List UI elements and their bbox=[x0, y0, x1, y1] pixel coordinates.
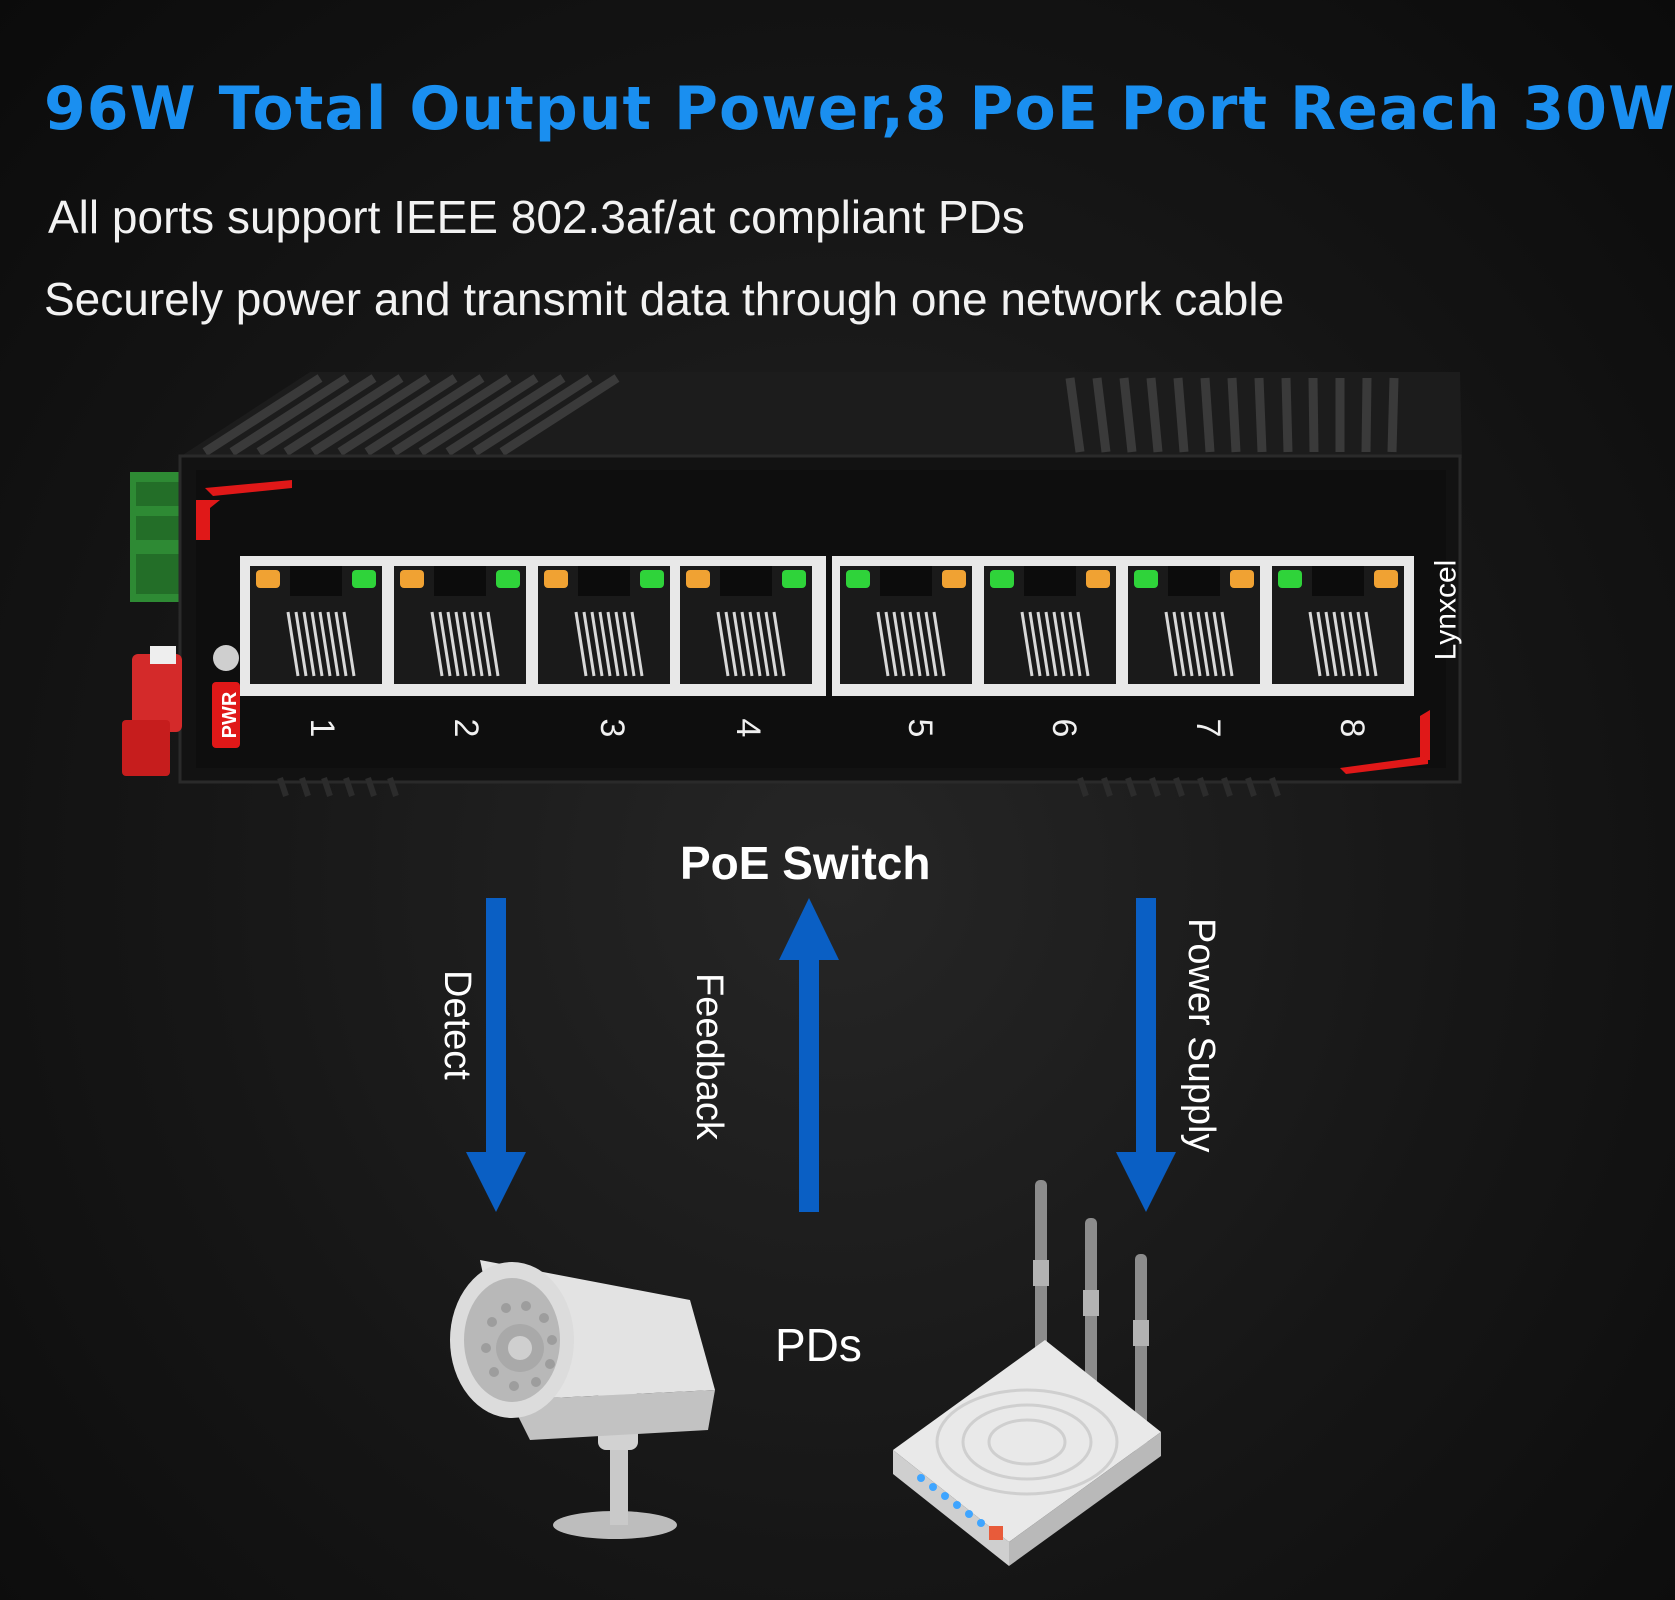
port-led bbox=[256, 570, 280, 588]
power-plug bbox=[122, 646, 182, 776]
rj45-port-4 bbox=[680, 566, 812, 684]
poe-switch-label: PoE Switch bbox=[680, 837, 931, 889]
rj45-port-8 bbox=[1272, 566, 1404, 684]
feedback-label: Feedback bbox=[688, 973, 730, 1140]
port-number-3: 3 bbox=[593, 719, 631, 738]
rj45-port-1 bbox=[250, 566, 382, 684]
port-led bbox=[686, 570, 710, 588]
port-led bbox=[352, 570, 376, 588]
pwr-label: PWR bbox=[219, 691, 241, 738]
port-number-4: 4 bbox=[729, 719, 767, 738]
power-supply-label: Power Supply bbox=[1180, 918, 1222, 1153]
port-led bbox=[1230, 570, 1254, 588]
security-camera-icon bbox=[450, 1260, 715, 1539]
rj45-port-3 bbox=[538, 566, 670, 684]
port-led bbox=[846, 570, 870, 588]
port-led bbox=[1278, 570, 1302, 588]
port-led bbox=[1086, 570, 1110, 588]
rj45-port-6 bbox=[984, 566, 1116, 684]
power-supply-arrow bbox=[1116, 898, 1176, 1212]
port-number-6: 6 bbox=[1045, 719, 1083, 738]
port-number-7: 7 bbox=[1189, 719, 1227, 738]
headline: 96W Total Output Power,8 PoE Port Reach … bbox=[44, 74, 1675, 144]
port-number-5: 5 bbox=[901, 719, 939, 738]
feedback-arrow bbox=[779, 898, 839, 1212]
port-led bbox=[640, 570, 664, 588]
brand-logo: Lynxcel bbox=[1430, 560, 1463, 661]
rj45-port-5 bbox=[840, 566, 972, 684]
port-number-1: 1 bbox=[303, 719, 341, 738]
port-led bbox=[400, 570, 424, 588]
port-number-8: 8 bbox=[1333, 719, 1371, 738]
port-led bbox=[1134, 570, 1158, 588]
port-led bbox=[496, 570, 520, 588]
detect-label: Detect bbox=[436, 970, 478, 1080]
subtitle-single-cable: Securely power and transmit data through… bbox=[44, 273, 1285, 325]
rj45-port-7 bbox=[1128, 566, 1260, 684]
poe-switch-device: PWR 1 2 3 4 5 6 7 8 Lynxcel bbox=[122, 372, 1463, 797]
port-led bbox=[1374, 570, 1398, 588]
rj45-port-2 bbox=[394, 566, 526, 684]
port-led bbox=[782, 570, 806, 588]
flow-arrows bbox=[466, 898, 1176, 1212]
detect-arrow bbox=[466, 898, 526, 1212]
port-led bbox=[990, 570, 1014, 588]
pwr-led bbox=[213, 645, 239, 671]
port-led bbox=[544, 570, 568, 588]
port-number-2: 2 bbox=[447, 719, 485, 738]
pds-label: PDs bbox=[775, 1319, 862, 1371]
port-led bbox=[942, 570, 966, 588]
subtitle-standards: All ports support IEEE 802.3af/at compli… bbox=[48, 191, 1025, 243]
wifi-router-icon bbox=[893, 1180, 1161, 1566]
